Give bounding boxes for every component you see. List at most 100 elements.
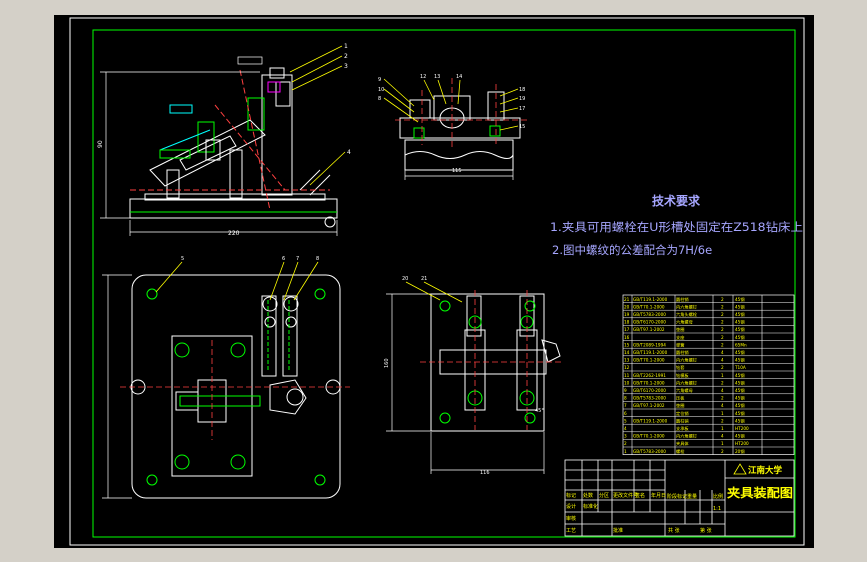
bom-cell-no: 8 [624, 396, 627, 401]
bom-cell-no: 10 [624, 380, 630, 385]
bom-cell-qty: 1 [721, 426, 724, 431]
drawing-border [92, 29, 796, 538]
bom-cell-qty: 4 [721, 388, 724, 393]
svg-text:4: 4 [347, 149, 351, 156]
bom-cell-material: 45钢 [735, 349, 745, 356]
bom-cell-no: 20 [624, 304, 630, 309]
side-view-centerlines [395, 78, 530, 150]
bom-cell-name: 圆柱销 [676, 349, 689, 356]
svg-text:3: 3 [344, 63, 348, 70]
model-space[interactable] [54, 15, 814, 548]
svg-text:19: 19 [519, 96, 525, 102]
bom-cell-material: 45钢 [735, 379, 745, 386]
bom-cell-code: GB/T5783-2000 [633, 312, 666, 317]
svg-text:重量: 重量 [687, 493, 697, 500]
title-block [564, 459, 795, 537]
front-leaders [289, 45, 346, 186]
bom-cell-no: 1 [624, 449, 627, 454]
bom-cell-qty: 2 [721, 380, 724, 385]
svg-text:14: 14 [456, 74, 462, 80]
bom-cell-name: 垫圈 [676, 326, 684, 333]
bom-cell-no: 4 [624, 426, 627, 431]
svg-text:1: 1 [344, 43, 348, 50]
svg-text:第 张: 第 张 [700, 527, 712, 534]
svg-text:标准化: 标准化 [583, 503, 598, 510]
bom-cell-no: 17 [624, 327, 630, 332]
front-view [129, 67, 338, 228]
bom-cell-material: T10A [734, 365, 746, 370]
bom-cell-no: 21 [624, 297, 630, 302]
bom-cell-material: 45钢 [735, 410, 745, 417]
bom-cell-name: 圆柱销 [676, 296, 689, 303]
dim-end-angle: 45° [535, 408, 544, 414]
dim-side-width: 115 [452, 168, 462, 174]
bom-cell-name: 压板 [676, 395, 685, 402]
svg-text:阶段标记: 阶段标记 [667, 493, 687, 500]
svg-text:设计: 设计 [566, 503, 576, 510]
bom-cell-no: 19 [624, 312, 630, 317]
svg-text:10: 10 [378, 87, 384, 93]
plan-dimensions [102, 274, 132, 499]
bom-cell-material: 45钢 [735, 334, 745, 341]
dim-front-height: 90 [97, 140, 104, 148]
bom-cell-qty: 2 [721, 312, 724, 317]
svg-text:审核: 审核 [566, 515, 576, 522]
bom-cell-qty: 1 [721, 373, 724, 378]
bom-cell-qty: 4 [721, 434, 724, 439]
bom-cell-material: 65Mn [735, 342, 747, 347]
bom-cell-no: 9 [624, 388, 627, 393]
bom-cell-qty: 2 [721, 396, 724, 401]
bom-cell-no: 12 [624, 365, 630, 370]
bom-cell-qty: 2 [721, 297, 724, 302]
bom-cell-material: 45钢 [735, 395, 745, 402]
bom-cell-name: 六角头螺栓 [676, 311, 698, 318]
bom-cell-qty: 4 [721, 403, 724, 408]
bom-cell-material: 45钢 [735, 372, 745, 379]
tech-requirement-2: 2.图中螺纹的公差配合为7H/6e [552, 243, 712, 257]
svg-text:9: 9 [378, 77, 381, 83]
plan-holes [146, 288, 326, 486]
dim-end-width: 116 [480, 470, 490, 476]
bom-cell-name: 垫圈 [676, 402, 684, 409]
bom-cell-qty: 4 [721, 350, 724, 355]
dim-front-width: 220 [228, 230, 240, 237]
bom-cell-material: HT200 [735, 426, 749, 431]
front-balloons: 1 2 3 4 [344, 43, 351, 156]
bom-cell-no: 18 [624, 320, 630, 325]
bom-cell-name: 六角螺母 [676, 387, 693, 394]
bom-cell-name: 支座 [676, 334, 684, 341]
bom-cell-no: 5 [624, 418, 627, 423]
bom-cell-qty: 2 [721, 342, 724, 347]
bom-cell-material: 45钢 [735, 311, 745, 318]
bom-cell-name: 弹簧 [676, 341, 684, 348]
plan-centerlines [120, 340, 350, 440]
end-balloons: 20 21 [402, 276, 427, 282]
title-block-labels: 标记 处数 分区 更改文件号 签名 年月日 设计 标准化 阶段标记 重量 比例 … [566, 492, 723, 534]
bom-cell-name: 内六角螺钉 [676, 303, 698, 310]
dim-end-height: 160 [384, 358, 390, 368]
tech-requirement-1: 1.夹具可用螺栓在U形槽处固定在Z518钻床上 [550, 220, 803, 234]
svg-text:12: 12 [420, 74, 426, 80]
bom-cell-code: GB/T70.1-2000 [633, 358, 665, 363]
bom-cell-code: GB/T2262-1991 [633, 373, 666, 378]
bom-cell-name: 六角螺母 [676, 319, 693, 326]
side-balloons: 9 10 8 12 13 14 18 19 17 15 [378, 74, 525, 130]
bom-cell-name: 夹具体 [676, 440, 689, 447]
svg-text:5: 5 [181, 256, 184, 262]
bom-cell-code: GB/T5783-2000 [633, 396, 666, 401]
bom-cell-qty: 2 [721, 320, 724, 325]
bom-cell-code: GB/T6170-2000 [633, 388, 666, 393]
bom-cell-material: 45钢 [735, 402, 745, 409]
bom-cell-no: 14 [624, 350, 630, 355]
svg-text:17: 17 [519, 106, 525, 112]
bom-cell-qty: 1 [721, 441, 724, 446]
bom-cell-no: 7 [624, 403, 627, 408]
front-dimensions [100, 56, 338, 236]
bom-cell-qty: 2 [721, 418, 724, 423]
bom-cell-code: GB/T97.1-2002 [633, 403, 665, 408]
bom-cell-code: GB/T97.1-2002 [633, 327, 665, 332]
bom-cell-name: 内六角螺钉 [676, 357, 698, 364]
svg-text:7: 7 [296, 256, 299, 262]
front-base-top [144, 193, 326, 201]
side-plate [399, 117, 521, 139]
